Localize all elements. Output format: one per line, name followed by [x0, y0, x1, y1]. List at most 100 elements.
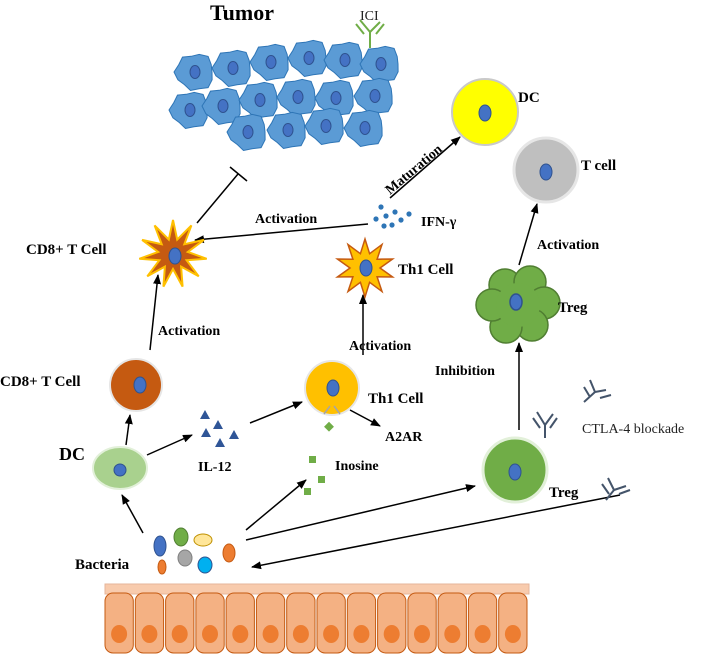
t-cell: [512, 136, 580, 204]
arrow-bacteria-to-inosine: [245, 479, 307, 531]
tumor-cell-cluster: [168, 39, 399, 152]
arrow-il12-to-th1: [249, 401, 303, 424]
epithelial-cell: [255, 592, 286, 654]
dc-mature-cell: [451, 78, 519, 146]
tumor-cell-nucleus: [292, 90, 304, 104]
tumor-cell-nucleus: [265, 55, 277, 69]
antibody-icon-lower: [601, 477, 631, 501]
epithelial-nucleus: [323, 625, 340, 643]
epithelial-cell: [407, 592, 437, 654]
tumor-cell-nucleus: [359, 121, 371, 135]
tumor-cell-nucleus: [254, 93, 266, 107]
ifn-gamma-label: IFN-γ: [421, 215, 457, 230]
tumor-cell-nucleus: [375, 57, 387, 71]
inosine-squares: [304, 421, 334, 495]
epithelial-cell: [467, 592, 498, 654]
tumor-cell-nucleus: [184, 103, 196, 117]
epithelial-cell: [498, 592, 528, 654]
dc-mature-label: DC: [518, 90, 540, 106]
inhibition-bar-tumor: [229, 166, 248, 182]
epithelial-cell: [195, 592, 225, 654]
epithelial-cell: [316, 592, 346, 654]
treg-cell: [481, 436, 549, 504]
epithelial-cell: [377, 592, 407, 654]
cd8-t-cell-label: CD8+ T Cell: [0, 374, 81, 390]
ifn-gamma-dots: [373, 204, 412, 229]
ici-antibody-icon: [355, 19, 385, 48]
il12-triangles: [200, 410, 239, 447]
inhibition-line-tumor: [196, 173, 239, 224]
arrow-ifn-to-cd8: [194, 223, 369, 244]
arrow-ctla4-to-bacteria: [251, 494, 621, 570]
arrow-treg-activation: [518, 203, 539, 266]
epithelial-cell: [437, 592, 467, 654]
epithelial-nucleus: [504, 625, 521, 643]
epithelial-nucleus: [202, 625, 218, 643]
cd8-t-cell: [109, 358, 163, 412]
arrow-th1-to-a2ar: [349, 409, 381, 427]
tumor-cell-nucleus: [369, 89, 381, 103]
epithelial-cell: [225, 592, 255, 654]
bacteria-group: [153, 527, 236, 575]
a2ar-label: A2AR: [385, 430, 423, 445]
intestinal-epithelium: [104, 583, 530, 654]
antibody-icon: [583, 379, 612, 403]
tumor-cell-nucleus: [303, 51, 315, 65]
arrow-dc-to-il12: [146, 434, 193, 456]
treg-activated-cell: [475, 265, 561, 344]
th1-cell-label: Th1 Cell: [368, 391, 423, 407]
tumor-cell-nucleus: [330, 91, 342, 105]
inhibition-label: Inhibition: [435, 364, 495, 379]
activation-label-cd8-bottom: Activation: [158, 324, 220, 339]
cd8-t-cell-activated: [138, 219, 208, 288]
arrow-bacteria-to-treg: [245, 484, 476, 541]
epithelial-nucleus: [141, 625, 158, 643]
epithelial-nucleus: [414, 625, 430, 643]
tumor-label: Tumor: [210, 0, 274, 25]
epithelial-cell: [134, 592, 165, 654]
bacteria-label: Bacteria: [75, 557, 130, 573]
epithelial-nucleus: [232, 625, 249, 643]
arrow-maturation-to-dc: [389, 136, 461, 199]
arrow-bacteria-to-dc: [121, 494, 144, 534]
epithelial-nucleus: [262, 625, 279, 643]
th1-cell: [304, 360, 360, 416]
arrow-dc-to-cd8: [124, 414, 133, 446]
maturation-label: Maturation: [383, 142, 446, 198]
ctla4-blockade-label: CTLA-4 blockade: [582, 422, 684, 437]
epithelial-nucleus: [171, 625, 188, 643]
th1-cell-activated: [335, 236, 395, 300]
activation-label-treg: Activation: [537, 238, 599, 253]
tumor-cell-nucleus: [242, 125, 254, 139]
epithelial-cell: [104, 592, 134, 654]
arrows: [121, 136, 621, 570]
ctla4-antibody-icons: [532, 379, 631, 501]
treg-activated-label: Treg: [558, 300, 588, 316]
tumor-cell-nucleus: [189, 65, 201, 79]
inosine-label: Inosine: [335, 459, 379, 474]
epithelial-cell: [286, 592, 316, 654]
tumor-cell-nucleus: [227, 61, 239, 75]
ici-label: ICI: [360, 9, 379, 24]
antibody-on-treg-icon: [532, 411, 558, 438]
epithelial-nucleus: [353, 625, 370, 643]
il12-label: IL-12: [198, 460, 231, 475]
epithelial-nucleus: [292, 625, 309, 643]
activation-label-cd8-top: Activation: [255, 212, 317, 227]
tumor-cell-nucleus: [217, 99, 229, 113]
epithelial-cell: [346, 592, 377, 654]
activation-label-th1: Activation: [349, 339, 411, 354]
epithelial-nucleus: [111, 625, 128, 643]
th1-activated-label: Th1 Cell: [398, 262, 453, 278]
treg-label: Treg: [549, 485, 579, 501]
tumor-cell-nucleus: [320, 119, 332, 133]
arrow-cd8-activation: [149, 274, 162, 351]
epithelial-cell: [165, 592, 195, 654]
cd8-activated-label: CD8+ T Cell: [26, 242, 107, 258]
dc-immature-cell: [92, 446, 148, 490]
epithelial-nucleus: [474, 625, 491, 643]
tumor-cell-nucleus: [339, 53, 351, 67]
dc-immature-label: DC: [59, 444, 85, 464]
